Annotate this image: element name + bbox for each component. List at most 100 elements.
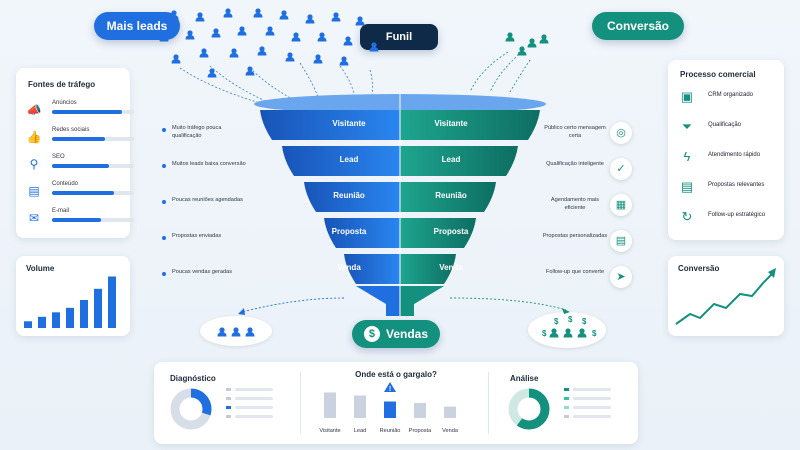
left-note: Propostas enviadas	[172, 233, 222, 239]
traffic-source-label: Conteúdo	[52, 181, 79, 187]
note-dot	[162, 200, 166, 204]
person-icon	[265, 26, 275, 36]
traffic-source-bar	[52, 137, 106, 141]
diagnostico-donut	[170, 388, 212, 430]
svg-text:$: $	[542, 329, 547, 338]
note-dot	[162, 272, 166, 276]
gargalo-category-label: Lead	[354, 428, 366, 434]
person-icon	[339, 56, 349, 66]
person-icon	[159, 32, 169, 42]
search-icon: ⚲	[29, 157, 39, 171]
filter-icon: ⏷	[681, 119, 693, 134]
process-row: ⏷ Qualificação	[678, 116, 790, 142]
volume-bar	[108, 276, 116, 328]
volume-title: Volume	[26, 264, 55, 273]
person-icon	[527, 38, 537, 48]
left-note: Poucas reuniões agendadas	[172, 197, 243, 203]
conversion-growth-chart	[675, 268, 776, 325]
gargalo-bar	[354, 395, 366, 418]
bottom-panel: Diagnóstico Onde está o gargalo? Visitan…	[154, 362, 638, 444]
person-icon	[253, 8, 263, 18]
mais-leads-pill: Mais leads	[94, 12, 180, 40]
person-icon	[229, 48, 239, 58]
funnel-left-band	[260, 110, 400, 140]
volume-bar-chart	[24, 276, 116, 328]
funnel-stage-label-right: Venda	[439, 263, 463, 272]
process-row: ▣ CRM organizado	[678, 86, 790, 112]
note-dot	[162, 128, 166, 132]
funnel-left-band	[282, 146, 400, 176]
conversao-pill: Conversão	[592, 12, 684, 40]
conversion-arrow-head	[768, 268, 776, 278]
person-icon	[313, 54, 323, 64]
conversion-people-group	[469, 32, 549, 93]
person-icon	[369, 42, 379, 52]
process-label: Atendimento rápido	[708, 152, 761, 158]
lost-leads-arrow	[238, 297, 345, 315]
person-icon	[331, 12, 341, 22]
conversion-card: Conversão	[668, 256, 784, 336]
person-icon	[257, 46, 267, 56]
diagnostico-title: Diagnóstico	[170, 374, 216, 383]
right-note: Propostas personalizadas	[542, 233, 608, 239]
person-icon	[171, 54, 181, 64]
customers-arrow	[449, 297, 570, 314]
left-note: Poucas vendas geradas	[172, 269, 233, 275]
funnel-right-band	[400, 254, 456, 284]
volume-card: Volume	[16, 256, 130, 336]
sales-funnel	[254, 94, 546, 316]
gargalo-bar	[444, 406, 456, 418]
warning-mark: !	[389, 386, 391, 393]
gargalo-bar	[324, 392, 336, 418]
funnel-right-band	[400, 146, 518, 176]
gargalo-category-label: Visitante	[319, 428, 340, 434]
target-icon: ◎	[610, 122, 632, 144]
person-icon	[317, 32, 327, 42]
volume-bar	[38, 316, 46, 328]
svg-text:$: $	[592, 329, 597, 338]
funnel-left-band	[324, 218, 400, 248]
process-label: Qualificação	[708, 122, 742, 128]
process-row: ▤Propostas relevantes	[678, 176, 790, 202]
person-icon	[291, 32, 301, 42]
funnel-stage-label-left: Reunião	[333, 191, 365, 200]
process-card: Processo comercial ▣ CRM organizado ⏷ Quali…	[668, 60, 784, 240]
process-title: Processo comercial	[680, 70, 756, 79]
divider	[488, 372, 489, 434]
funnel-stage-label-left: Venda	[337, 263, 361, 272]
note-dot	[162, 164, 166, 168]
id-card-icon: ▣	[680, 89, 694, 104]
left-note: Muito tráfego pouca qualificação	[172, 125, 222, 139]
process-label: CRM organizado	[708, 92, 754, 98]
traffic-source-label: SEO	[52, 154, 65, 160]
person-icon	[237, 26, 247, 36]
process-row: ↻Follow-up estratégico	[678, 206, 790, 232]
funnel-right-band	[400, 218, 476, 248]
traffic-source-bar	[52, 218, 102, 222]
traffic-source-row: ▤Conteúdo	[26, 181, 136, 203]
megaphone-icon: 📣	[26, 103, 42, 117]
person-icon	[169, 10, 179, 20]
gargalo-bar	[414, 403, 426, 418]
dollar-icon: $	[363, 326, 380, 342]
lightning-icon: ϟ	[683, 149, 691, 164]
gargalo-category-label: Reunião	[380, 428, 401, 434]
funnel-left-band	[304, 182, 400, 212]
gargalo-category-label: Proposta	[409, 428, 432, 434]
refresh-icon: ↻	[681, 209, 693, 224]
volume-bar	[80, 300, 88, 328]
person-icon	[207, 68, 217, 78]
check-circle-icon: ✓	[610, 158, 632, 180]
process-row: ϟ Atendimento rápido	[678, 146, 790, 172]
volume-bar	[52, 312, 60, 328]
divider	[300, 372, 301, 434]
funnel-stage-label-left: Visitante	[332, 119, 366, 128]
traffic-source-bar	[52, 110, 122, 114]
left-note: Muitos leads baixa conversão	[172, 161, 246, 167]
traffic-source-bar	[52, 191, 114, 195]
document-icon: ▤	[680, 179, 694, 194]
traffic-sources-card: Fontes de tráfego 📣Anúncios👍Redes sociai…	[16, 68, 134, 238]
traffic-source-row: 👍Redes sociais	[26, 127, 136, 149]
person-icon	[517, 46, 527, 56]
